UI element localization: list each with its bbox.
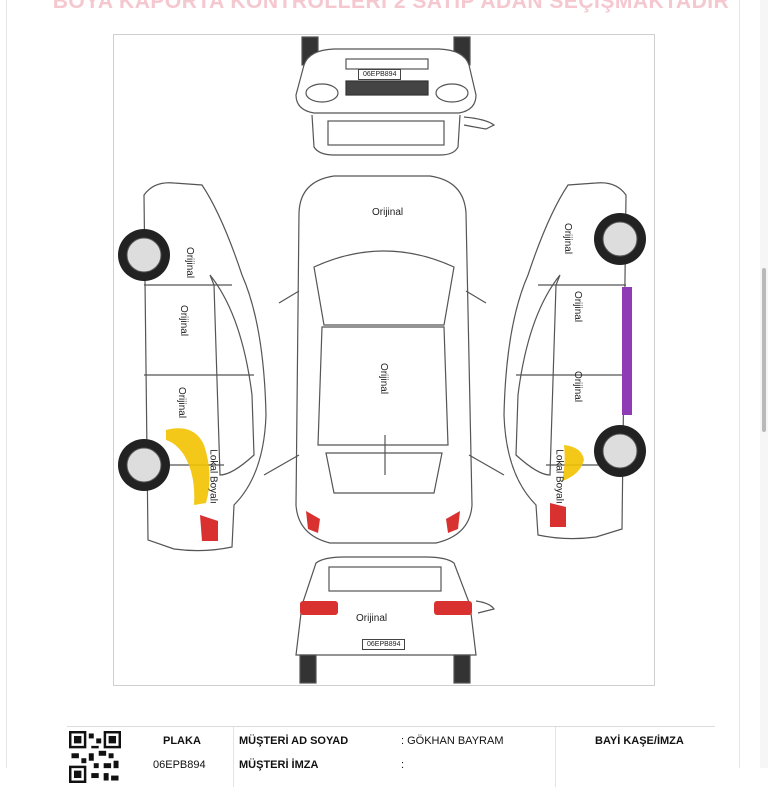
front-view bbox=[295, 36, 496, 156]
right-side-painted-strip bbox=[622, 287, 632, 415]
customer-info-table: PLAKA 06EPB894 MÜŞTERİ AD SOYAD : GÖKHAN… bbox=[67, 726, 715, 787]
left-tail-light bbox=[200, 515, 218, 541]
bayi-kase-label: BAYİ KAŞE/İMZA bbox=[595, 735, 684, 747]
rear-view bbox=[295, 556, 495, 684]
rear-license-plate: 06EPB894 bbox=[362, 639, 406, 650]
left-rear-fender-label: Lokal Boyalı bbox=[207, 449, 219, 504]
damage-markings bbox=[166, 287, 632, 615]
right-tail-light bbox=[550, 503, 566, 527]
plaka-value: 06EPB894 bbox=[153, 759, 206, 771]
right-rear-local-paint-mark bbox=[562, 445, 584, 481]
top-view bbox=[263, 175, 505, 544]
rear-right-light bbox=[434, 601, 472, 615]
car-damage-diagram: Orijinal Orijinal Orijinal Orijinal Orij… bbox=[113, 34, 655, 686]
right-front-door-label: Orijinal bbox=[572, 290, 584, 323]
hood-label: Orijinal bbox=[372, 207, 404, 218]
top-right-tail-light bbox=[446, 511, 460, 533]
musteri-ad-label: MÜŞTERİ AD SOYAD bbox=[239, 735, 349, 747]
right-front-fender-label: Orijinal bbox=[562, 222, 574, 255]
musteri-imza-label: MÜŞTERİ İMZA bbox=[239, 759, 319, 771]
plaka-label: PLAKA bbox=[163, 735, 201, 747]
scrollbar[interactable] bbox=[760, 0, 768, 768]
trunk-label: Orijinal bbox=[356, 613, 388, 624]
top-left-tail-light bbox=[306, 511, 320, 533]
left-side-view bbox=[143, 182, 267, 552]
roof-label: Orijinal bbox=[378, 362, 390, 395]
wheels bbox=[118, 213, 646, 491]
left-rear-door-label: Orijinal bbox=[176, 386, 188, 419]
musteri-ad-value: : GÖKHAN BAYRAM bbox=[401, 735, 504, 747]
left-rear-local-paint-mark bbox=[166, 428, 210, 505]
right-rear-fender-label: Lokal Boyalı bbox=[553, 449, 565, 504]
rear-left-light bbox=[300, 601, 338, 615]
left-front-door-label: Orijinal bbox=[178, 304, 190, 337]
car-outline-drawing bbox=[118, 36, 646, 684]
musteri-imza-value: : bbox=[401, 759, 405, 771]
report-page: BOYA KAPORTA KONTROLLERİ 2 SATIP ADAN SE… bbox=[6, 0, 740, 787]
report-banner: BOYA KAPORTA KONTROLLERİ 2 SATIP ADAN SE… bbox=[52, 0, 730, 13]
qr-code-icon bbox=[69, 731, 121, 783]
right-rear-door-label: Orijinal bbox=[572, 370, 584, 403]
left-fender-front-label: Orijinal bbox=[184, 246, 196, 279]
scrollbar-thumb[interactable] bbox=[762, 268, 766, 432]
front-license-plate: 06EPB894 bbox=[358, 69, 402, 80]
